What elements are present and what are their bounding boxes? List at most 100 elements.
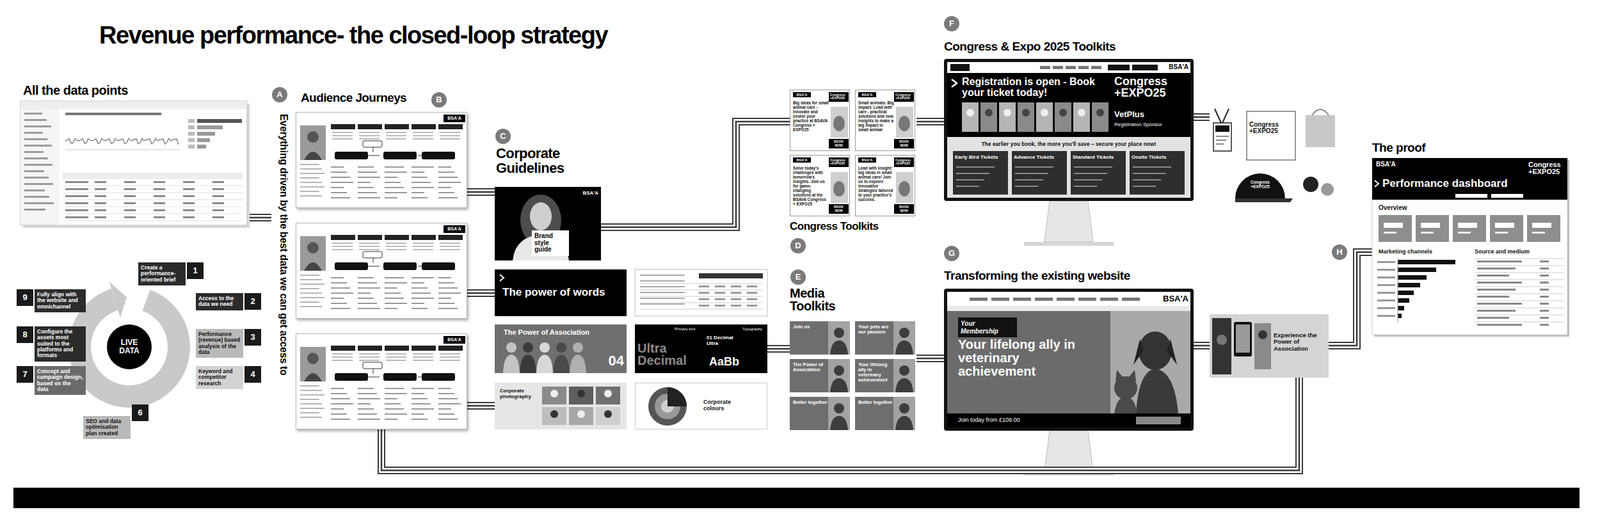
journey-step — [383, 262, 417, 271]
detail-line — [438, 277, 452, 279]
nav-button — [1107, 64, 1130, 71]
person-head — [833, 365, 845, 376]
stage-line — [385, 359, 407, 361]
photo-tile — [1017, 102, 1035, 132]
stage-line — [412, 242, 434, 244]
detail-line — [384, 197, 398, 199]
bar — [197, 138, 210, 143]
sidebar-line — [24, 119, 47, 121]
brand-tag: BSA'A — [792, 157, 811, 163]
table-cell — [94, 181, 107, 184]
ticket-line — [956, 185, 980, 187]
stage-line — [412, 248, 434, 251]
person-head — [307, 131, 319, 143]
bio-line — [300, 172, 325, 175]
ticket-line — [1073, 185, 1097, 187]
bio-line — [300, 292, 322, 294]
bio-line — [300, 168, 322, 170]
bio-line — [300, 279, 322, 281]
bio-line — [300, 190, 320, 192]
track-center — [467, 191, 495, 194]
track-outer — [916, 354, 944, 363]
sticker — [1320, 183, 1334, 196]
person-head — [307, 352, 319, 365]
stage-header — [330, 345, 356, 351]
hero-headline: Registration is open - Book your ticket … — [961, 76, 1110, 99]
detail-line — [438, 197, 458, 199]
cycle-step: 1Create a performance-oriented brief — [138, 262, 204, 288]
detail-line — [330, 192, 347, 194]
brand-tag: BSA'A — [858, 92, 877, 98]
stage-line — [439, 245, 461, 248]
font-sample: Ultra Decimal — [637, 342, 704, 367]
detail-line — [438, 292, 461, 294]
bio-line — [300, 195, 322, 197]
stage-line — [385, 353, 407, 355]
table-rule — [640, 289, 763, 291]
track-center — [467, 405, 495, 408]
colour-ring — [648, 387, 687, 426]
badge-letter: A — [272, 87, 288, 103]
photo-subject — [984, 108, 993, 117]
bar — [197, 125, 223, 130]
table-cell — [1477, 302, 1522, 305]
photo-subject — [1022, 108, 1030, 117]
media-photo — [893, 396, 916, 431]
detail-line — [330, 297, 344, 299]
table-cell — [124, 209, 136, 212]
name-badge — [1213, 122, 1232, 152]
step-number: 3 — [244, 328, 262, 346]
card-message: Solve today's challenges with tomorrow's… — [792, 165, 829, 207]
bar-label — [188, 138, 195, 143]
cta-button: BOOK NOW — [894, 138, 914, 149]
filter-box — [1455, 193, 1488, 198]
nav-item — [969, 297, 988, 301]
stage-header — [330, 234, 356, 240]
track-outer — [1193, 341, 1210, 350]
report-title — [65, 112, 162, 116]
cycle-step: 2Access to the data we need — [195, 293, 262, 319]
table-cell — [212, 188, 224, 191]
bio-line — [300, 283, 325, 285]
kpi-tile — [1452, 215, 1487, 242]
bio-line — [300, 186, 325, 188]
ticket-line — [1015, 172, 1049, 175]
brand-tag: BSA'A — [443, 114, 466, 123]
ticket-line — [1132, 166, 1172, 168]
cap — [1235, 173, 1286, 199]
table-cell — [65, 181, 89, 184]
journey-panel: BSA'A — [295, 112, 468, 208]
kpi-tile — [1527, 215, 1561, 242]
cycle-step: 7Concept and campaign design, based on t… — [16, 366, 86, 397]
event-logo: Congress +EXPO25 — [1248, 180, 1273, 189]
stage-line — [439, 353, 461, 355]
brand-tag: BSA'A — [443, 336, 466, 344]
person-head — [833, 403, 845, 414]
nav-item — [1040, 65, 1051, 70]
table-cell — [183, 195, 195, 198]
stage-line — [412, 138, 434, 140]
panel-heading: Marketing channels — [1378, 248, 1462, 255]
stage-line — [359, 245, 380, 248]
journey-step — [383, 373, 417, 381]
bar-label — [188, 125, 195, 130]
section-heading: Transforming the existing website — [944, 268, 1194, 283]
dashboard-panel — [1372, 158, 1568, 335]
text-line — [640, 274, 685, 276]
stage-line — [332, 248, 353, 251]
slide-title: Brand style guide — [531, 230, 569, 256]
sponsor-caption: Registration Sponsor — [1114, 121, 1186, 128]
bio-line — [300, 412, 320, 414]
stage-line — [359, 359, 380, 361]
monitor-stand — [1044, 430, 1094, 472]
sidebar-line — [24, 189, 45, 192]
animal-figure — [833, 181, 845, 197]
table-cell — [153, 209, 166, 212]
person-head — [572, 342, 584, 353]
badge-letter: B — [431, 92, 447, 108]
table-cell — [746, 285, 758, 288]
table-cell — [65, 209, 89, 212]
person-body — [569, 354, 587, 374]
card-photo — [830, 106, 848, 138]
chart-axis — [1397, 258, 1399, 323]
